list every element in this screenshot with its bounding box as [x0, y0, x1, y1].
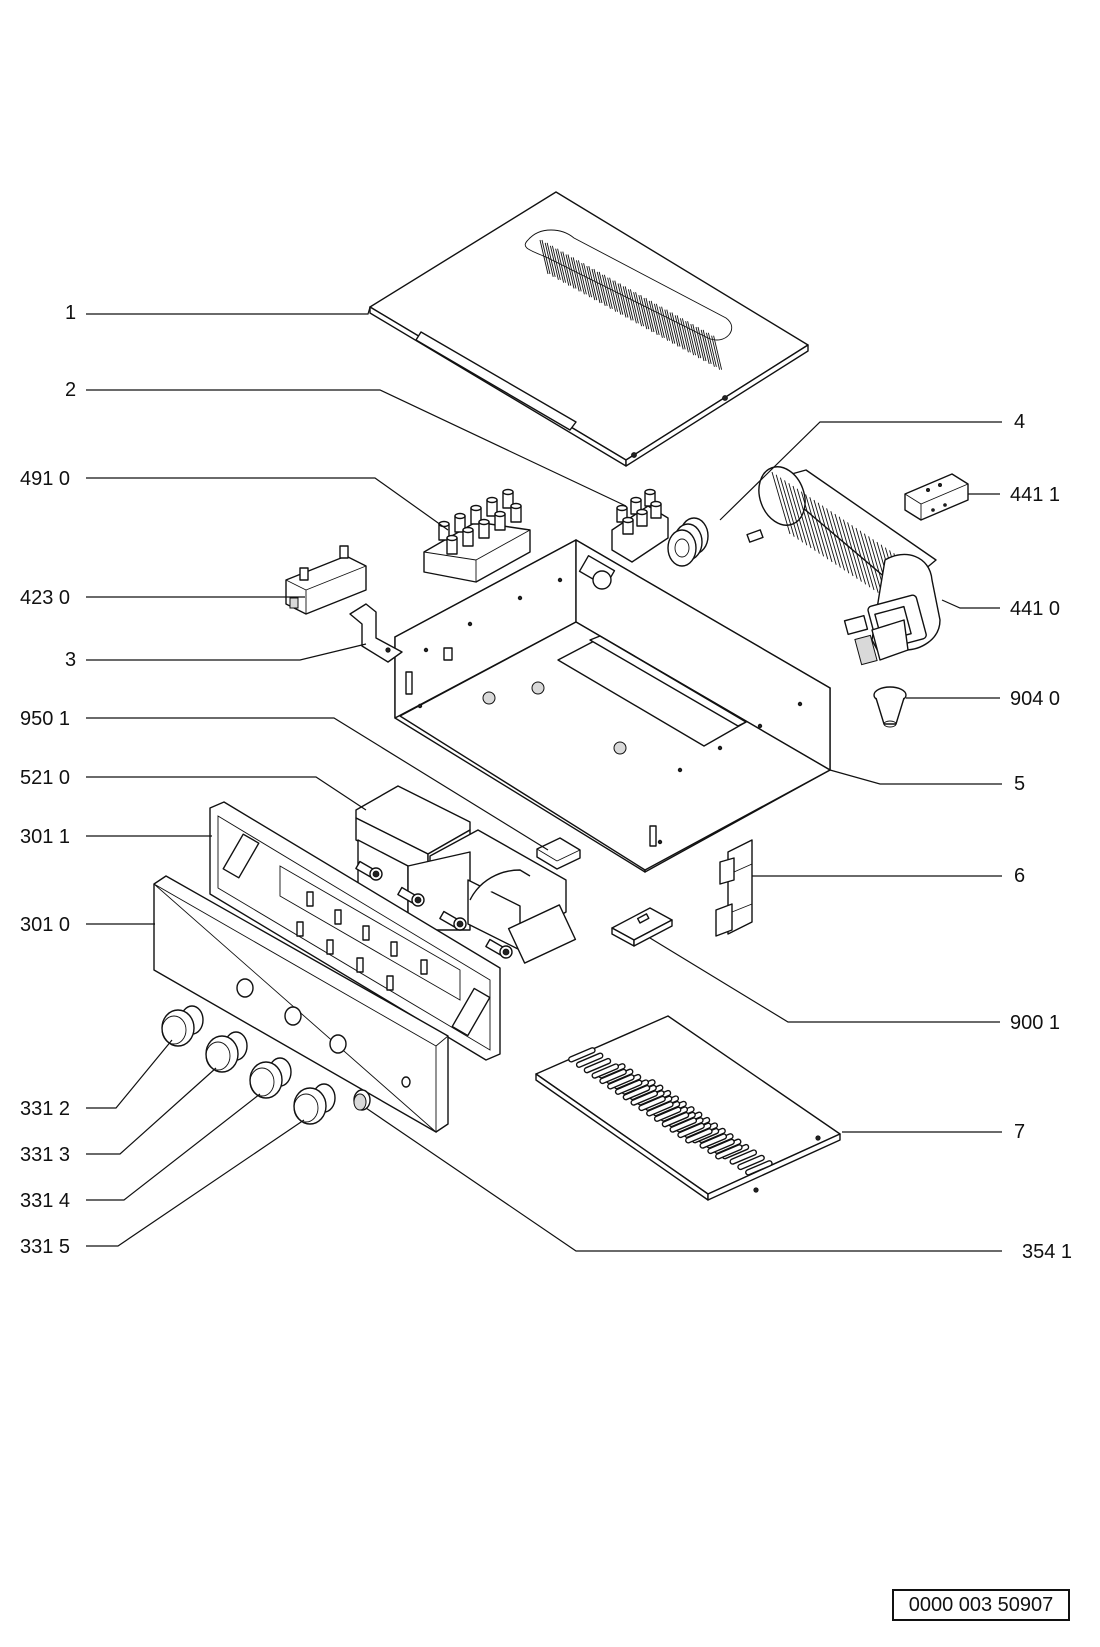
knob-331-3: [205, 1031, 248, 1073]
leader-441-0: [941, 599, 1000, 609]
document-number: 0000 003 50907: [892, 1589, 1070, 1621]
part-423-0-component: [285, 545, 367, 615]
leader-331-4: [86, 1093, 261, 1201]
label-441-1: 441 1: [1010, 484, 1060, 506]
leader-491-0: [86, 477, 449, 531]
leader-4: [719, 421, 1002, 521]
part-7-vent-plate: [535, 1015, 841, 1201]
label-441-0: 441 0: [1010, 598, 1060, 620]
label-904-0: 904 0: [1010, 688, 1060, 710]
part-301-1-panel-frame: [209, 801, 501, 1061]
knob-331-4: [249, 1057, 292, 1099]
label-5: 5: [1014, 773, 1025, 795]
label-900-1: 900 1: [1010, 1012, 1060, 1034]
part-labels: 1 2 491 0 423 0 3 950 1 521 0 301 1 301 …: [20, 302, 1072, 1263]
part-6-bracket: [715, 839, 753, 937]
leader-1: [86, 306, 371, 315]
part-3-bracket: [349, 603, 403, 663]
top-vent-lines: [539, 239, 723, 370]
part-2-terminal-block: [611, 488, 669, 563]
label-521-0: 521 0: [20, 767, 70, 789]
part-301-0-control-panel: [153, 875, 449, 1133]
knob-331-2: [161, 1005, 204, 1047]
leader-331-2: [86, 1039, 173, 1109]
lamp-354-1: [353, 1089, 371, 1111]
part-5-housing-box: [394, 539, 831, 873]
leader-331-3: [86, 1067, 217, 1155]
part-950-1-pad: [536, 837, 581, 870]
label-1: 1: [65, 302, 76, 324]
leader-2: [86, 389, 627, 507]
part-491-0-terminal-block: [423, 488, 531, 583]
label-331-3: 331 3: [20, 1144, 70, 1166]
label-6: 6: [1014, 865, 1025, 887]
label-331-2: 331 2: [20, 1098, 70, 1120]
leader-3: [86, 643, 367, 661]
part-900-1-slide: [611, 907, 673, 947]
leader-950-1: [86, 717, 549, 851]
leader-521-0: [86, 776, 367, 811]
leader-lines: [86, 306, 1002, 1252]
label-301-0: 301 0: [20, 914, 70, 936]
part-521-0-switch-assembly: [355, 785, 577, 964]
label-301-1: 301 1: [20, 826, 70, 848]
part-4-cable-gland: [667, 517, 709, 567]
label-950-1: 950 1: [20, 708, 70, 730]
label-331-5: 331 5: [20, 1236, 70, 1258]
leader-354-1: [365, 1107, 1002, 1252]
leader-900-1: [649, 937, 1000, 1023]
label-354-1: 354 1: [1022, 1241, 1072, 1263]
label-331-4: 331 4: [20, 1190, 70, 1212]
label-4: 4: [1014, 411, 1025, 433]
leader-5: [829, 769, 1002, 785]
label-491-0: 491 0: [20, 468, 70, 490]
part-441-0-tangential-fan: [746, 466, 941, 666]
part-441-1-block: [904, 473, 969, 521]
vent-slots: [524, 229, 733, 341]
part-904-0-foot: [873, 686, 907, 728]
knob-331-5: [293, 1083, 336, 1125]
label-423-0: 423 0: [20, 587, 70, 609]
label-7: 7: [1014, 1121, 1025, 1143]
part-1-top-cover: [369, 191, 809, 467]
leader-331-5: [86, 1119, 305, 1247]
label-2: 2: [65, 379, 76, 401]
label-3: 3: [65, 649, 76, 671]
